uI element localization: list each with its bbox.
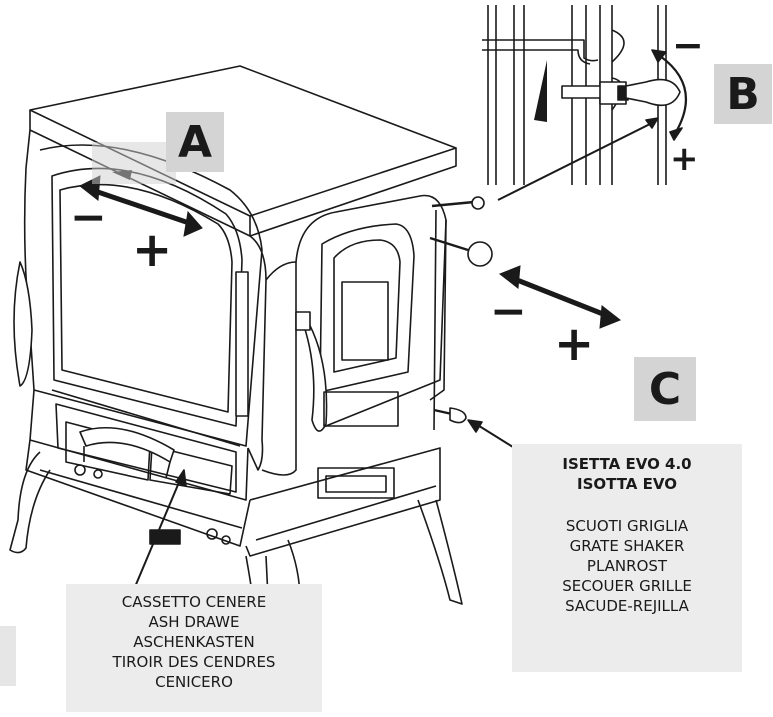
label-c: C xyxy=(634,357,696,421)
air-regulator-arrow-c xyxy=(499,265,621,329)
ash-label-es: CENICERO xyxy=(155,673,233,691)
minus-sign-a: − xyxy=(70,192,107,243)
leader-line-b xyxy=(497,121,655,201)
plus-sign-c: + xyxy=(554,316,595,372)
shaker-label-fr: SECOUER GRILLE xyxy=(562,577,692,595)
ash-label-fr: TIROIR DES CENDRES xyxy=(112,653,276,671)
shaker-label-es: SACUDE-REJILLA xyxy=(565,597,689,615)
ash-label-de: ASCHENKASTEN xyxy=(133,633,255,651)
shaker-label-en: GRATE SHAKER xyxy=(569,537,685,555)
detail-b-inset xyxy=(482,5,688,185)
stove-body xyxy=(0,65,493,686)
model-name-2: ISOTTA EVO xyxy=(577,475,677,493)
ash-drawer-note: CASSETTO CENERE ASH DRAWE ASCHENKASTEN T… xyxy=(66,584,322,712)
shaker-label-it: SCUOTI GRIGLIA xyxy=(565,517,689,535)
plus-sign-a: + xyxy=(132,222,173,278)
highlight-a xyxy=(92,142,176,184)
shaker-label-de: PLANROST xyxy=(586,557,668,575)
label-a: A xyxy=(166,112,224,172)
ash-label-en: ASH DRAWE xyxy=(148,613,240,631)
grate-shaker-note: ISETTA EVO 4.0 ISOTTA EVO SCUOTI GRIGLIA… xyxy=(512,444,742,672)
minus-sign-b: − xyxy=(672,23,704,67)
plus-sign-b: + xyxy=(670,139,699,179)
label-b: B xyxy=(714,64,772,124)
leader-line-ash xyxy=(131,479,181,595)
minus-sign-c: − xyxy=(490,286,527,337)
ash-label-it: CASSETTO CENERE xyxy=(121,593,267,611)
model-name-1: ISETTA EVO 4.0 xyxy=(562,455,692,473)
